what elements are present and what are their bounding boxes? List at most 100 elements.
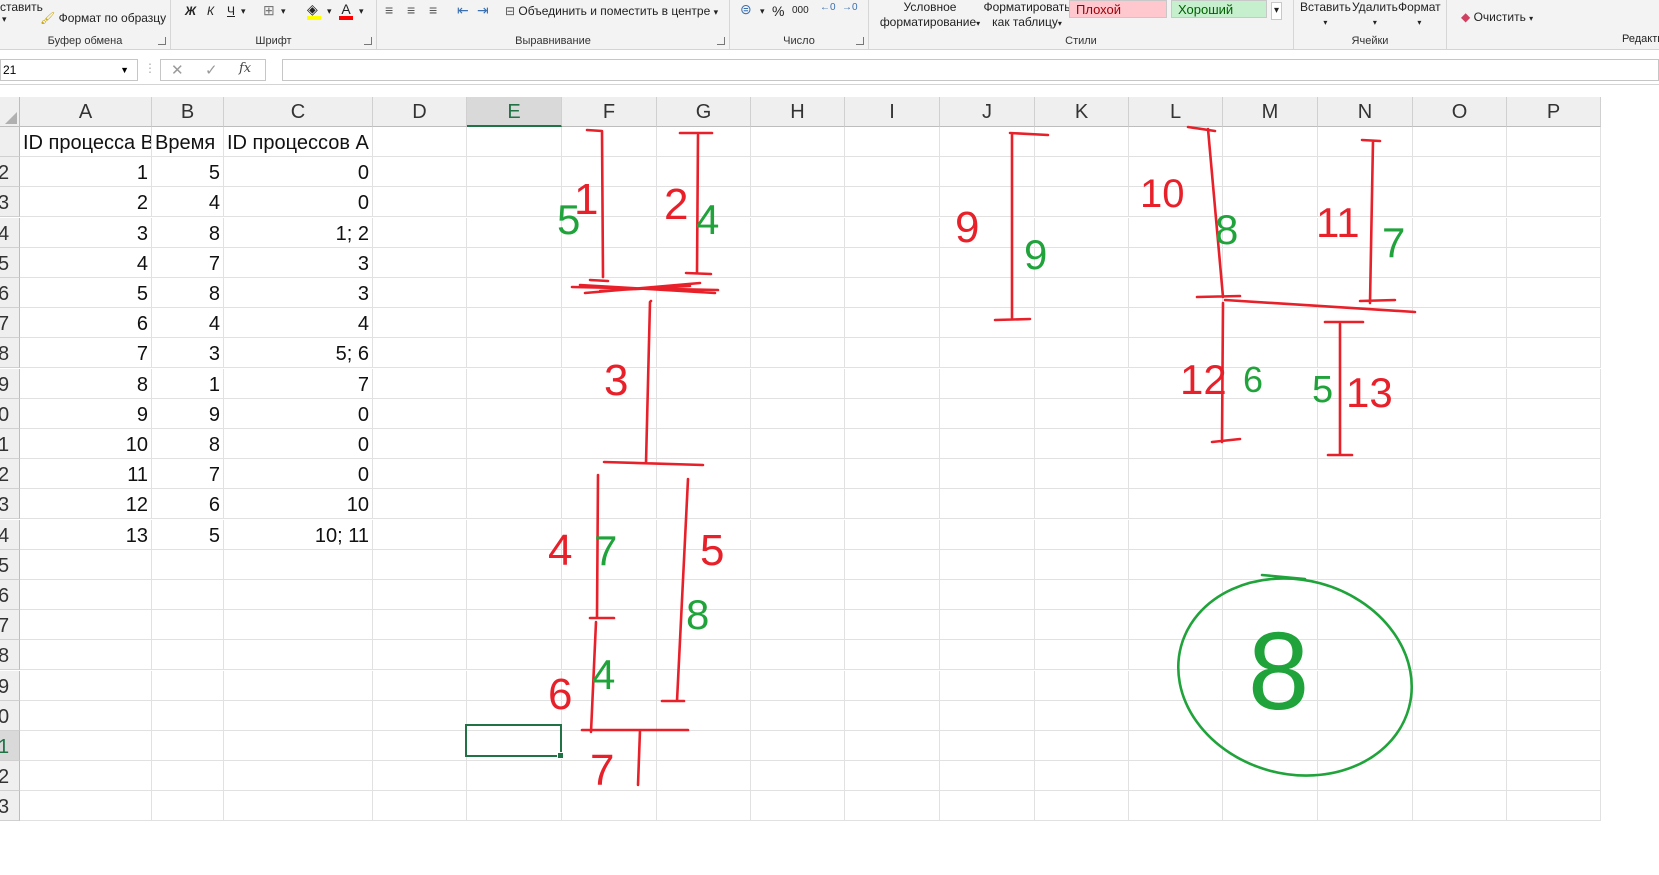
cell-m13[interactable] xyxy=(1223,489,1318,519)
cell-d3[interactable] xyxy=(373,187,467,217)
borders-dropdown-icon[interactable]: ▾ xyxy=(281,6,286,16)
cell-j21[interactable] xyxy=(940,731,1035,761)
cell-b16[interactable] xyxy=(152,580,224,610)
cell-c19[interactable] xyxy=(224,671,373,701)
cell-a6[interactable]: 5 xyxy=(20,278,152,308)
cell-e1[interactable] xyxy=(467,127,562,157)
cell-n10[interactable] xyxy=(1318,399,1413,429)
cell-n3[interactable] xyxy=(1318,187,1413,217)
cell-b1[interactable]: Время xyxy=(152,127,224,157)
cell-k7[interactable] xyxy=(1035,308,1129,338)
cell-b21[interactable] xyxy=(152,731,224,761)
cell-d16[interactable] xyxy=(373,580,467,610)
cell-l14[interactable] xyxy=(1129,520,1223,550)
cell-l12[interactable] xyxy=(1129,459,1223,489)
cell-h19[interactable] xyxy=(751,671,845,701)
cell-i18[interactable] xyxy=(845,640,940,670)
cell-k21[interactable] xyxy=(1035,731,1129,761)
cell-j17[interactable] xyxy=(940,610,1035,640)
cell-n20[interactable] xyxy=(1318,701,1413,731)
cell-f19[interactable] xyxy=(562,671,657,701)
cell-d1[interactable] xyxy=(373,127,467,157)
cell-d6[interactable] xyxy=(373,278,467,308)
insert-cells-button[interactable]: Вставить ▾ xyxy=(1300,0,1351,30)
cell-e15[interactable] xyxy=(467,550,562,580)
cell-c5[interactable]: 3 xyxy=(224,248,373,278)
cell-j23[interactable] xyxy=(940,791,1035,821)
increase-decimal-icon[interactable]: ←0 xyxy=(820,2,836,13)
cell-e9[interactable] xyxy=(467,369,562,399)
cell-i10[interactable] xyxy=(845,399,940,429)
cell-b18[interactable] xyxy=(152,640,224,670)
cell-l19[interactable] xyxy=(1129,671,1223,701)
cell-p12[interactable] xyxy=(1507,459,1601,489)
cell-c23[interactable] xyxy=(224,791,373,821)
cell-n1[interactable] xyxy=(1318,127,1413,157)
cell-o13[interactable] xyxy=(1413,489,1507,519)
number-dialog-launcher[interactable] xyxy=(856,37,864,45)
cell-a11[interactable]: 10 xyxy=(20,429,152,459)
cell-g8[interactable] xyxy=(657,338,751,368)
cell-f17[interactable] xyxy=(562,610,657,640)
row-header-6[interactable]: 6 xyxy=(0,278,20,308)
column-header-a[interactable]: A xyxy=(20,97,152,127)
column-header-e[interactable]: E xyxy=(467,97,562,127)
cell-a2[interactable]: 1 xyxy=(20,157,152,187)
cell-g16[interactable] xyxy=(657,580,751,610)
cell-h5[interactable] xyxy=(751,248,845,278)
cell-g10[interactable] xyxy=(657,399,751,429)
cell-c7[interactable]: 4 xyxy=(224,308,373,338)
cell-h21[interactable] xyxy=(751,731,845,761)
column-header-l[interactable]: L xyxy=(1129,97,1223,127)
cell-o11[interactable] xyxy=(1413,429,1507,459)
cell-d7[interactable] xyxy=(373,308,467,338)
cell-o14[interactable] xyxy=(1413,520,1507,550)
cell-c1[interactable]: ID процессов А xyxy=(224,127,373,157)
cell-h13[interactable] xyxy=(751,489,845,519)
cell-n22[interactable] xyxy=(1318,761,1413,791)
cell-n12[interactable] xyxy=(1318,459,1413,489)
cell-h12[interactable] xyxy=(751,459,845,489)
comma-style-button[interactable]: 000 xyxy=(792,5,809,16)
cell-b22[interactable] xyxy=(152,761,224,791)
cell-i19[interactable] xyxy=(845,671,940,701)
cell-o6[interactable] xyxy=(1413,278,1507,308)
cell-j18[interactable] xyxy=(940,640,1035,670)
cell-l11[interactable] xyxy=(1129,429,1223,459)
row-header-12[interactable]: 2 xyxy=(0,459,20,489)
cell-l20[interactable] xyxy=(1129,701,1223,731)
cell-a12[interactable]: 11 xyxy=(20,459,152,489)
cell-g3[interactable] xyxy=(657,187,751,217)
cell-l4[interactable] xyxy=(1129,218,1223,248)
accounting-dropdown-icon[interactable]: ▾ xyxy=(760,6,765,16)
cell-o3[interactable] xyxy=(1413,187,1507,217)
cell-e6[interactable] xyxy=(467,278,562,308)
cell-b6[interactable]: 8 xyxy=(152,278,224,308)
font-dialog-launcher[interactable] xyxy=(364,37,372,45)
cell-g21[interactable] xyxy=(657,731,751,761)
cell-p5[interactable] xyxy=(1507,248,1601,278)
cell-i6[interactable] xyxy=(845,278,940,308)
format-cells-button[interactable]: Формат ▾ xyxy=(1398,0,1441,30)
cell-c16[interactable] xyxy=(224,580,373,610)
cell-g2[interactable] xyxy=(657,157,751,187)
cell-f8[interactable] xyxy=(562,338,657,368)
cell-o2[interactable] xyxy=(1413,157,1507,187)
cell-a20[interactable] xyxy=(20,701,152,731)
cell-d19[interactable] xyxy=(373,671,467,701)
cell-g6[interactable] xyxy=(657,278,751,308)
cell-j9[interactable] xyxy=(940,369,1035,399)
cell-j16[interactable] xyxy=(940,580,1035,610)
cell-i4[interactable] xyxy=(845,218,940,248)
cell-a16[interactable] xyxy=(20,580,152,610)
cell-j6[interactable] xyxy=(940,278,1035,308)
cell-m9[interactable] xyxy=(1223,369,1318,399)
cell-h22[interactable] xyxy=(751,761,845,791)
cell-d13[interactable] xyxy=(373,489,467,519)
cell-o12[interactable] xyxy=(1413,459,1507,489)
cell-l15[interactable] xyxy=(1129,550,1223,580)
cell-j12[interactable] xyxy=(940,459,1035,489)
cell-l3[interactable] xyxy=(1129,187,1223,217)
cell-o7[interactable] xyxy=(1413,308,1507,338)
cell-m5[interactable] xyxy=(1223,248,1318,278)
